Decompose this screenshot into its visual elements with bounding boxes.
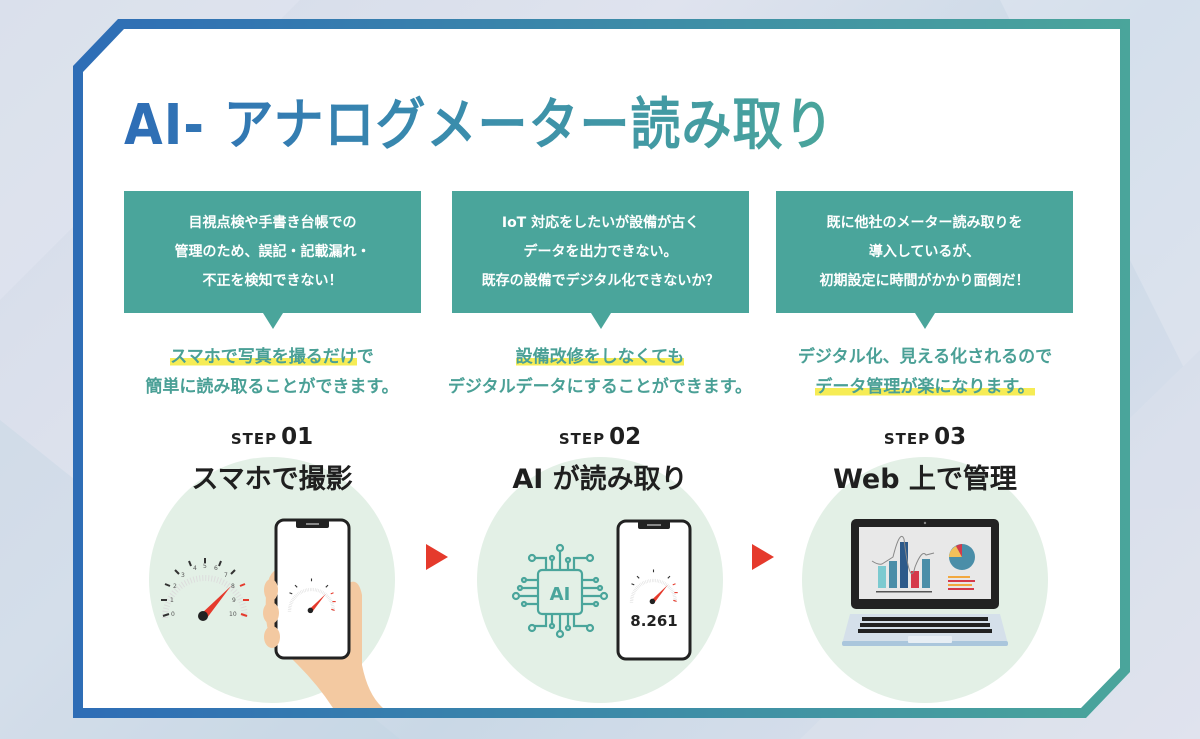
- problem-text: 初期設定に時間がかかり面倒だ！: [819, 272, 1030, 289]
- problem-bubble-1: 目視点検や手書き台帳での 管理のため、誤記・記載漏れ・ 不正を検知できない！: [124, 191, 421, 329]
- svg-text:7: 7: [224, 572, 228, 579]
- problem-text: 目視点検や手書き台帳での: [188, 214, 357, 231]
- problem-text: 管理のため、誤記・記載漏れ・: [174, 243, 371, 260]
- step-number: 03: [934, 424, 967, 450]
- svg-text:8: 8: [231, 583, 235, 590]
- highlighted-text: スマホで写真を撮るだけ: [170, 347, 357, 367]
- step-word: STEP: [558, 430, 606, 448]
- step-word: STEP: [883, 430, 931, 448]
- arrow-right-icon: [426, 544, 448, 570]
- hand-holding-phone-icon: [263, 518, 383, 708]
- svg-text:5: 5: [203, 563, 207, 570]
- step-number: 01: [281, 424, 314, 450]
- svg-text:0: 0: [171, 611, 175, 618]
- problem-text: 不正を検知できない！: [202, 272, 343, 289]
- solution-text-3: デジタル化、見える化されるので データ管理が楽になります。: [745, 342, 1105, 402]
- problem-text: データを出力できない。: [523, 243, 678, 260]
- laptop-dashboard-icon: [842, 519, 1008, 646]
- problem-text: 既に他社のメーター読み取りを: [826, 214, 1023, 231]
- meter-reading-value: 8.261: [630, 612, 678, 630]
- step-word: STEP: [230, 430, 278, 448]
- solution-text: で: [356, 347, 374, 367]
- svg-text:9: 9: [232, 597, 236, 604]
- svg-text:1: 1: [170, 597, 174, 604]
- smartphone-reading-icon: [616, 519, 692, 661]
- step-2-title: AI が読み取り: [512, 464, 688, 495]
- step-number: 02: [609, 424, 642, 450]
- problem-bubble-2: IoT 対応をしたいが設備が古く データを出力できない。 既存の設備でデジタル化…: [452, 191, 749, 329]
- ai-chip-icon: AI: [511, 543, 609, 639]
- problem-bubble-3: 既に他社のメーター読み取りを 導入しているが、 初期設定に時間がかかり面倒だ！: [776, 191, 1073, 329]
- svg-text:3: 3: [181, 572, 185, 579]
- problem-text: 導入しているが、: [868, 243, 981, 260]
- solution-text: 簡単に読み取ることができます。: [145, 377, 399, 397]
- svg-text:6: 6: [214, 565, 218, 572]
- problem-text: IoT 対応をしたいが設備が古く: [501, 214, 700, 231]
- svg-text:2: 2: [173, 583, 177, 590]
- solution-text-2: 設備改修をしなくても デジタルデータにすることができます。: [418, 342, 782, 402]
- solution-text: デジタル化、見える化されるので: [797, 347, 1053, 367]
- solution-text-1: スマホで写真を撮るだけで 簡単に読み取ることができます。: [92, 342, 452, 402]
- highlighted-text: 設備改修をしなくても: [515, 347, 685, 367]
- svg-text:4: 4: [193, 565, 197, 572]
- arrow-right-icon: [752, 544, 774, 570]
- step-1-title: スマホで撮影: [191, 464, 353, 495]
- ai-chip-label: AI: [550, 584, 571, 605]
- step-3-title: Web 上で管理: [833, 464, 1017, 495]
- page-title: AI- アナログメーター読み取り: [124, 80, 834, 161]
- problem-text: 既存の設備でデジタル化できないか？: [481, 272, 720, 289]
- solution-text: デジタルデータにすることができます。: [447, 377, 753, 397]
- highlighted-text: データ管理が楽になります。: [815, 377, 1035, 397]
- svg-text:10: 10: [229, 611, 237, 618]
